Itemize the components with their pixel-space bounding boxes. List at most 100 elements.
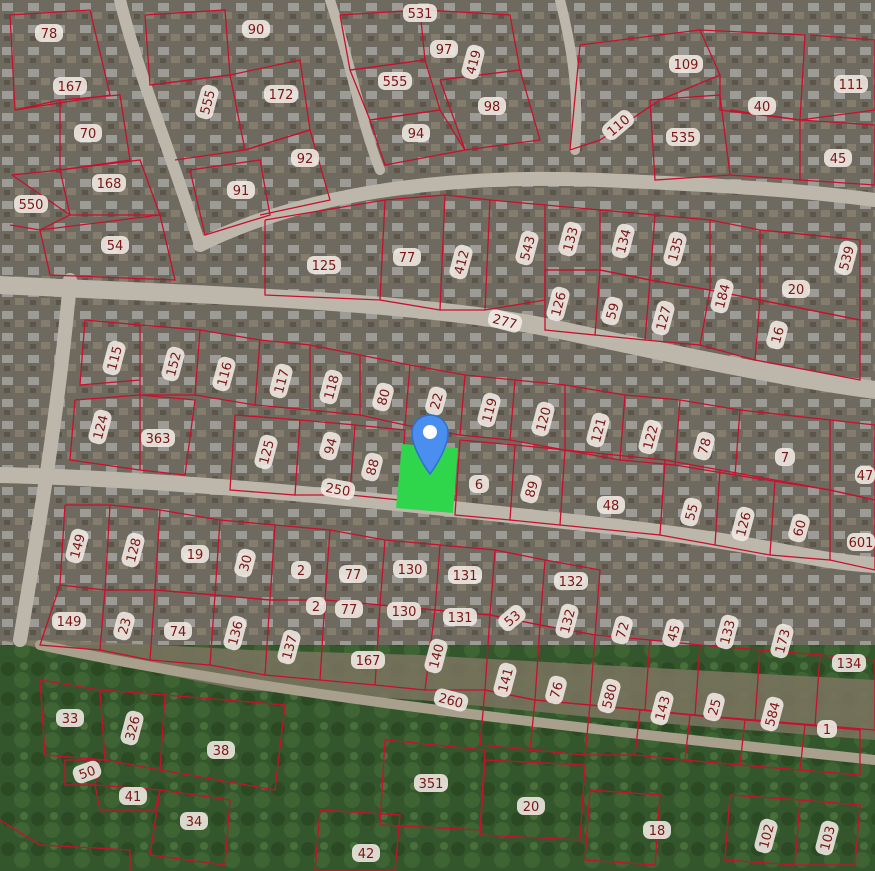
parcel-label[interactable]: 119 <box>476 391 502 429</box>
parcel-label[interactable]: 136 <box>222 614 248 652</box>
parcel-label[interactable]: 77 <box>339 565 367 583</box>
parcel-label[interactable]: 88 <box>360 451 385 483</box>
parcel-label[interactable]: 167 <box>351 651 385 669</box>
parcel-label[interactable]: 127 <box>650 299 676 337</box>
parcel-label[interactable]: 45 <box>824 149 852 167</box>
parcel-label[interactable]: 130 <box>393 560 427 578</box>
parcel-label[interactable]: 20 <box>782 280 810 298</box>
parcel-label[interactable]: 90 <box>242 20 270 38</box>
parcel-label[interactable]: 78 <box>692 430 717 462</box>
parcel-label[interactable]: 33 <box>56 709 84 727</box>
parcel-label[interactable]: 149 <box>64 527 90 565</box>
parcel-label[interactable]: 539 <box>833 239 859 277</box>
parcel-label[interactable]: 6 <box>469 475 489 493</box>
parcel-label[interactable]: 412 <box>448 243 474 281</box>
parcel-label[interactable]: 77 <box>335 600 363 618</box>
parcel-label[interactable]: 168 <box>92 174 126 192</box>
parcel-label[interactable]: 70 <box>74 124 102 142</box>
parcel-label[interactable]: 419 <box>460 43 486 81</box>
parcel-label[interactable]: 133 <box>557 220 583 258</box>
parcel-label[interactable]: 50 <box>71 759 103 785</box>
parcel-label[interactable]: 98 <box>478 97 506 115</box>
parcel-label[interactable]: 555 <box>378 72 412 90</box>
parcel-label[interactable]: 184 <box>709 277 735 315</box>
parcel-label[interactable]: 580 <box>596 677 622 715</box>
parcel-label[interactable]: 54 <box>101 236 129 254</box>
parcel-label[interactable]: 38 <box>207 741 235 759</box>
parcel-label[interactable]: 277 <box>486 308 524 334</box>
parcel-label[interactable]: 59 <box>600 295 625 327</box>
parcel-label[interactable]: 128 <box>120 531 146 569</box>
parcel-label[interactable]: 121 <box>585 411 611 449</box>
parcel-label[interactable]: 40 <box>748 97 776 115</box>
parcel-label[interactable]: 76 <box>544 674 569 706</box>
parcel-label[interactable]: 111 <box>834 75 868 93</box>
parcel-label[interactable]: 77 <box>393 248 421 266</box>
parcel-label[interactable]: 23 <box>112 610 137 642</box>
parcel-label[interactable]: 41 <box>119 787 147 805</box>
location-pin-icon[interactable] <box>410 412 450 476</box>
parcel-label[interactable]: 122 <box>637 418 663 456</box>
parcel-label[interactable]: 7 <box>775 448 795 466</box>
parcel-label[interactable]: 172 <box>264 85 298 103</box>
parcel-label[interactable]: 143 <box>649 689 675 727</box>
parcel-label[interactable]: 152 <box>160 345 186 383</box>
parcel-label[interactable]: 20 <box>517 797 545 815</box>
parcel-label[interactable]: 550 <box>14 195 48 213</box>
parcel-label[interactable]: 45 <box>661 617 686 649</box>
parcel-label[interactable]: 92 <box>291 149 319 167</box>
parcel-label[interactable]: 80 <box>371 381 396 413</box>
parcel-label[interactable]: 531 <box>403 4 437 22</box>
parcel-label[interactable]: 601 <box>847 533 875 551</box>
parcel-label[interactable]: 167 <box>53 77 87 95</box>
parcel-label[interactable]: 22 <box>424 385 449 417</box>
parcel-label[interactable]: 125 <box>307 256 341 274</box>
parcel-label[interactable]: 89 <box>519 473 544 505</box>
parcel-label[interactable]: 118 <box>318 368 344 406</box>
parcel-label[interactable]: 584 <box>759 695 785 733</box>
parcel-label[interactable]: 131 <box>443 608 477 626</box>
parcel-label[interactable]: 126 <box>730 505 756 543</box>
parcel-label[interactable]: 42 <box>352 844 380 862</box>
parcel-label[interactable]: 2 <box>306 597 326 615</box>
parcel-label[interactable]: 55 <box>679 496 704 528</box>
parcel-label[interactable]: 133 <box>714 613 740 651</box>
parcel-label[interactable]: 132 <box>554 572 588 590</box>
parcel-label[interactable]: 351 <box>414 774 448 792</box>
parcel-label[interactable]: 543 <box>514 229 540 267</box>
parcel-label[interactable]: 47 <box>855 466 875 484</box>
parcel-label[interactable]: 74 <box>164 622 192 640</box>
parcel-label[interactable]: 250 <box>320 477 357 501</box>
parcel-label[interactable]: 140 <box>423 637 449 675</box>
parcel-label[interactable]: 78 <box>35 24 63 42</box>
parcel-label[interactable]: 91 <box>227 181 255 199</box>
parcel-label[interactable]: 363 <box>141 429 175 447</box>
parcel-label[interactable]: 326 <box>119 709 145 747</box>
parcel-label[interactable]: 103 <box>814 819 840 857</box>
parcel-label[interactable]: 97 <box>430 40 458 58</box>
parcel-label[interactable]: 260 <box>432 687 470 713</box>
parcel-label[interactable]: 132 <box>554 602 580 640</box>
parcel-label[interactable]: 25 <box>702 691 727 723</box>
parcel-label[interactable]: 115 <box>101 339 127 377</box>
selected-parcel[interactable] <box>396 444 458 513</box>
parcel-label[interactable]: 94 <box>318 430 343 462</box>
parcel-label[interactable]: 149 <box>52 612 86 630</box>
parcel-label[interactable]: 72 <box>610 614 635 646</box>
parcel-label[interactable]: 134 <box>610 222 636 260</box>
parcel-label[interactable]: 137 <box>276 628 302 666</box>
parcel-label[interactable]: 1 <box>817 720 837 738</box>
parcel-label[interactable]: 131 <box>448 566 482 584</box>
parcel-label[interactable]: 135 <box>662 230 688 268</box>
parcel-label[interactable]: 34 <box>180 812 208 830</box>
parcel-label[interactable]: 120 <box>530 400 556 438</box>
parcel-label[interactable]: 19 <box>181 545 209 563</box>
parcel-label[interactable]: 124 <box>87 408 113 446</box>
parcel-label[interactable]: 16 <box>765 319 790 351</box>
parcel-label[interactable]: 134 <box>832 654 866 672</box>
parcel-label[interactable]: 125 <box>253 433 279 471</box>
parcel-label[interactable]: 116 <box>211 355 237 393</box>
parcel-label[interactable]: 130 <box>387 602 421 620</box>
